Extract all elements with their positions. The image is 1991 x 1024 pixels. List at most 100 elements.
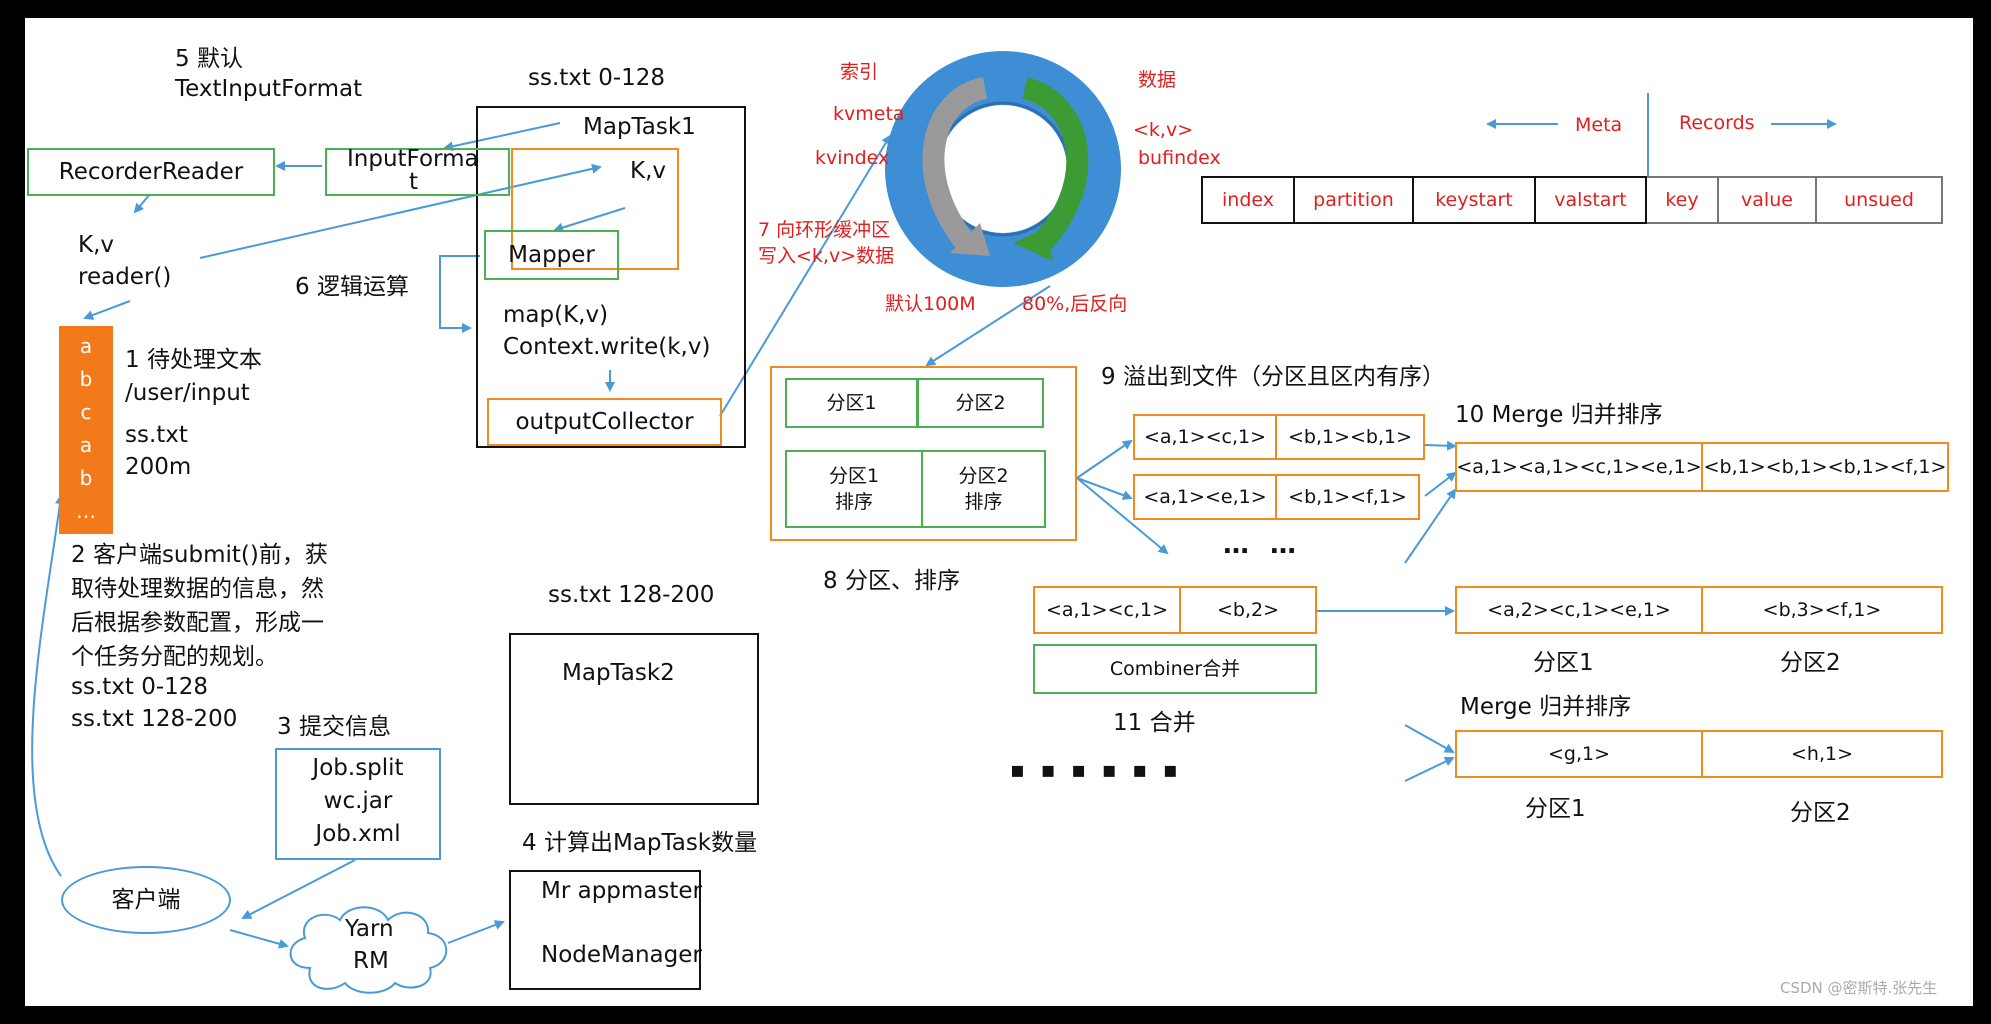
maptask1-inner-frame [511,148,679,270]
maptask1-split-label: ss.txt 0-128 [528,65,666,91]
merge3-p2-label: 分区2 [1790,800,1851,826]
file-char: a [79,433,93,457]
merge3-p2: <h,1> [1701,730,1943,778]
step2-line2: 取待处理数据的信息，然 [71,576,324,602]
ring-kv-label: <k,v> [1133,119,1194,141]
partition2-label: 分区2 [955,391,1006,414]
merge2-p2-label: 分区2 [1780,650,1841,676]
step1-line1: 1 待处理文本 [125,347,262,373]
partition1-sort-line2: 排序 [834,491,873,513]
client-label: 客户端 [111,886,181,913]
maptask1-box [476,106,746,448]
yarn-cloud-icon [289,906,448,994]
job-file: Job.split [312,755,404,781]
output-collector-box: outputCollector [487,398,722,446]
kvbuffer-layout-table: index partition keystart valstart key va… [1201,176,1943,224]
input-format-label-line2: t [409,169,419,195]
step2-line3: 后根据参数配置，形成一 [71,610,324,636]
job-file: Job.xml [315,821,401,847]
layout-cell-index: index [1201,176,1295,224]
ring-buffer-icon [885,51,1121,287]
step4-label: 4 计算出MapTask数量 [522,830,758,856]
ring-index-label: 索引 [840,61,879,83]
file-char: b [79,367,93,391]
sort-buffer-box [770,366,1077,541]
partition1-box: 分区1 [785,378,918,428]
step8-label: 8 分区、排序 [823,568,960,594]
meta-label: Meta [1575,114,1623,136]
records-label: Records [1679,112,1755,134]
layout-cell-valstart: valstart [1536,176,1647,224]
layout-cell-partition: partition [1295,176,1414,224]
input-file-strip: a b c a b … [59,326,113,534]
step3-label: 3 提交信息 [277,714,391,740]
partition2-sort-line1: 分区2 [958,465,1009,487]
partition2-sort-box: 分区2 排序 [921,450,1046,528]
merge1-p1: <a,1><a,1><c,1><e,1> [1455,442,1703,492]
output-collector-label: outputCollector [515,408,694,435]
yarn-label-line2: RM [353,948,389,974]
combine-input-p2: <b,2> [1179,586,1317,634]
merge2-p1: <a,2><c,1><e,1> [1455,586,1703,634]
partition1-sort-line1: 分区1 [828,465,880,487]
ring-bufindex-label: bufindex [1138,147,1221,169]
layout-cell-keystart: keystart [1414,176,1536,224]
client-node: 客户端 [61,866,231,934]
step7-line2: 写入<k,v>数据 [758,245,895,267]
maptask2-box [509,633,759,805]
step2-line6: ss.txt 128-200 [71,706,238,732]
step2-line4: 个任务分配的规划。 [71,644,278,670]
layout-cell-value: value [1719,176,1817,224]
more-maptasks-dots: ▪ ▪ ▪ ▪ ▪ ▪ [1010,758,1182,783]
file-char: a [79,334,93,358]
diagram-canvas: 5 默认 TextInputFormat ss.txt 0-128 MapTas… [25,18,1973,1006]
context-write-call: Context.write(k,v) [503,334,711,360]
map-call: map(K,v) [503,302,609,328]
mapper-box: Mapper [484,230,619,280]
partition1-label: 分区1 [826,391,877,414]
step5-label-line2: TextInputFormat [175,76,363,102]
appmaster-label: Mr appmaster [541,878,703,904]
job-files-box: Job.split wc.jar Job.xml [275,748,441,860]
merge2-p1-label: 分区1 [1533,650,1594,676]
ring-default-size: 默认100M [885,293,976,315]
step5-label-line1: 5 默认 [175,46,243,72]
layout-cell-unsued: unsued [1817,176,1943,224]
appmaster-box [509,870,701,990]
merge3-p1-label: 分区1 [1525,796,1586,822]
mapper-label: Mapper [508,241,595,268]
reader-kv: K,v [78,232,115,258]
merge1-p2: <b,1><b,1><b,1><f,1> [1701,442,1949,492]
file-char: … [76,499,96,523]
input-file-chars: a b c a b … [59,326,113,528]
recorder-reader-label: RecorderReader [58,158,244,185]
step1-line3: ss.txt [125,422,188,448]
watermark: CSDN @密斯特.张先生 [1780,979,1938,997]
file-char: c [80,400,92,424]
step10-label: 10 Merge 归并排序 [1455,402,1663,428]
spill-more-dots: … … [1223,530,1303,560]
job-files-list: Job.split wc.jar Job.xml [277,750,439,851]
maptask2-title: MapTask2 [562,660,675,686]
input-format-box: InputForma t [325,146,510,196]
maptask1-title: MapTask1 [583,114,696,140]
layout-cell-key: key [1647,176,1719,224]
maptask2-split-label: ss.txt 128-200 [548,582,715,608]
merge2-p2: <b,3><f,1> [1701,586,1943,634]
recorder-reader-box: RecorderReader [27,148,275,196]
combiner-box: Combiner合并 [1033,644,1317,694]
partition2-box: 分区2 [917,378,1044,428]
partition2-sort-line2: 排序 [964,491,1003,513]
ring-reverse-label: 80%,后反向 [1022,293,1128,315]
maptask1-kv: K,v [630,158,667,184]
spill1-p1: <a,1><c,1> [1133,414,1277,460]
step11-label: 11 合并 [1113,710,1196,736]
connector-layer [31,51,1837,949]
step1-line4: 200m [125,454,192,480]
step6-label: 6 逻辑运算 [295,274,409,300]
spill2-p2: <b,1><f,1> [1275,474,1420,520]
job-file: wc.jar [323,788,393,814]
step7-line1: 7 向环形缓冲区 [758,219,891,241]
step2-line1: 2 客户端submit()前，获 [71,542,328,568]
step9-label: 9 溢出到文件（分区且区内有序） [1101,364,1445,390]
